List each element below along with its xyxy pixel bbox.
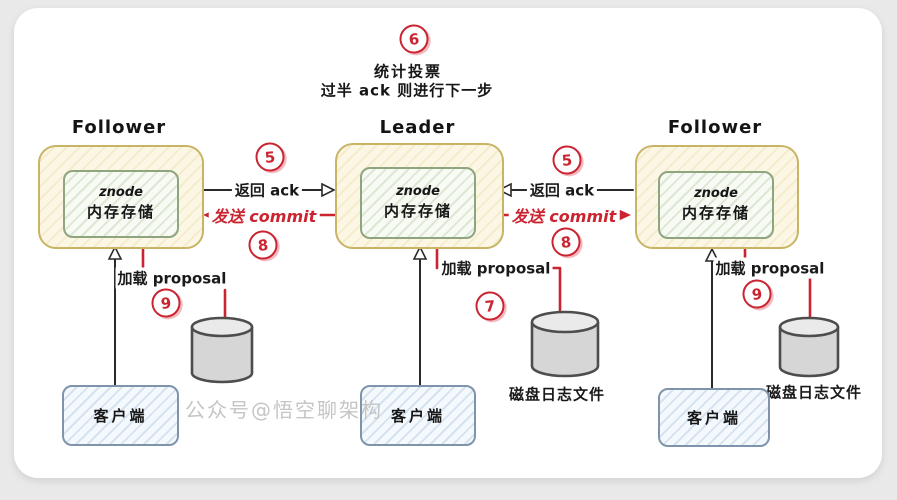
load-proposal-label-center: 加载 proposal [439,257,553,279]
memory-store-label: 内存存储 [681,204,750,223]
znode-store-right: znode 内存存储 [658,171,774,239]
client-box-left: 客户端 [62,385,179,446]
znode-label: znode [99,185,143,201]
memory-store-label: 内存存储 [383,202,452,221]
znode-label: znode [396,184,440,200]
client-label: 客户端 [93,407,148,425]
follower-left-title: Follower [71,117,167,138]
load-proposal-label-left: 加载 proposal [115,267,229,289]
znode-store-left: znode 内存存储 [63,170,179,238]
disk-log-label-center: 磁盘日志文件 [508,385,606,404]
client-label: 客户端 [686,409,741,427]
vote-note-subtitle: 过半 ack 则进行下一步 [320,81,494,100]
znode-label: znode [694,186,738,202]
client-box-right: 客户端 [658,388,770,447]
memory-store-label: 内存存储 [86,203,155,222]
follower-right-title: Follower [667,117,763,138]
ack-label-left: 返回 ack [231,179,303,201]
commit-label-right: 发送 commit [508,203,620,227]
load-proposal-label-right: 加载 proposal [713,257,827,279]
client-label: 客户端 [390,407,445,425]
client-box-center: 客户端 [360,385,476,446]
disk-log-label-right: 磁盘日志文件 [765,383,863,402]
vote-note-title: 统计投票 [373,62,443,81]
ack-label-right: 返回 ack [526,179,598,201]
leader-title: Leader [379,117,456,138]
znode-store-center: znode 内存存储 [360,167,476,239]
commit-label-left: 发送 commit [208,203,320,227]
watermark-text: 公众号@悟空聊架构 [185,398,383,422]
